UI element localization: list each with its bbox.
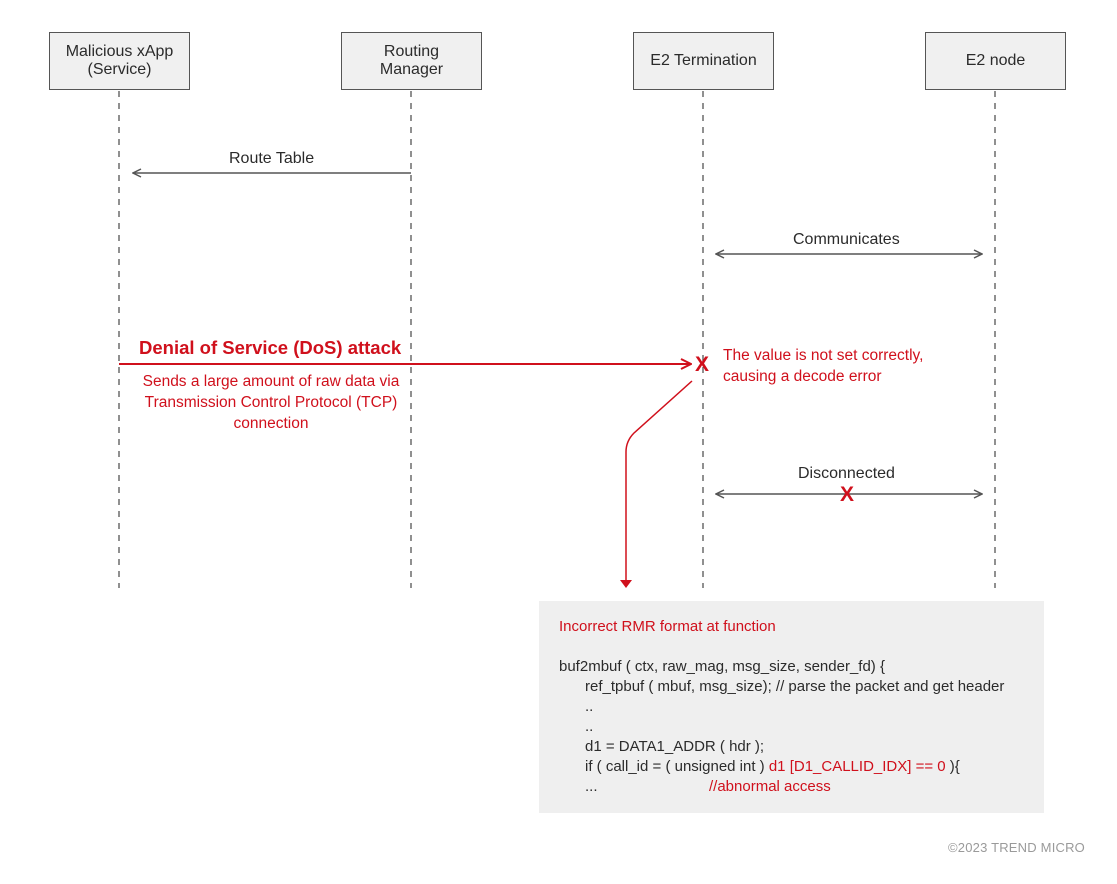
actor-e2-termination: E2 Termination <box>633 32 774 90</box>
decode-error-note: The value is not set correctly, causing … <box>723 345 923 387</box>
error-flow-arrow <box>625 380 693 582</box>
code-line-part: ... <box>585 778 598 795</box>
code-line: if ( call_id = ( unsigned int ) d1 [D1_C… <box>559 757 1024 777</box>
code-line: .. <box>585 718 594 735</box>
communicates-label: Communicates <box>793 231 900 248</box>
error-flow-arrowhead <box>620 580 632 588</box>
code-box-title: Incorrect RMR format at function <box>559 618 776 635</box>
dos-attack-title: Denial of Service (DoS) attack <box>139 337 402 358</box>
code-line-part: ){ <box>945 758 960 775</box>
code-line: ... //abnormal access <box>559 777 1024 797</box>
copyright: ©2023 TREND MICRO <box>948 840 1085 855</box>
actor-malicious-xapp: Malicious xApp (Service) <box>49 32 190 90</box>
code-line: ref_tpbuf ( mbuf, msg_size); // parse th… <box>585 678 1005 695</box>
dos-attack-description: Sends a large amount of raw data via Tra… <box>142 373 400 432</box>
code-snippet-box: Incorrect RMR format at function buf2mbu… <box>539 601 1044 813</box>
actor-e2-node: E2 node <box>925 32 1066 90</box>
actor-routing-manager: Routing Manager <box>341 32 482 90</box>
code-line: .. <box>585 698 594 715</box>
code-line-part: if ( call_id = ( unsigned int ) <box>585 758 769 775</box>
code-line: buf2mbuf ( ctx, raw_mag, msg_size, sende… <box>559 658 885 675</box>
decode-error-note-line2: causing a decode error <box>723 368 882 385</box>
code-highlight-callid: d1 [D1_CALLID_IDX] == 0 <box>768 758 946 775</box>
disconnected-label: Disconnected <box>798 465 895 482</box>
route-table-label: Route Table <box>229 150 315 167</box>
decode-error-x-icon: X <box>695 353 710 376</box>
decode-error-note-line1: The value is not set correctly, <box>723 347 924 364</box>
disconnected-x-icon: X <box>840 483 855 506</box>
code-highlight-abnormal-access: //abnormal access <box>709 778 831 795</box>
code-line: d1 = DATA1_ADDR ( hdr ); <box>585 738 765 755</box>
